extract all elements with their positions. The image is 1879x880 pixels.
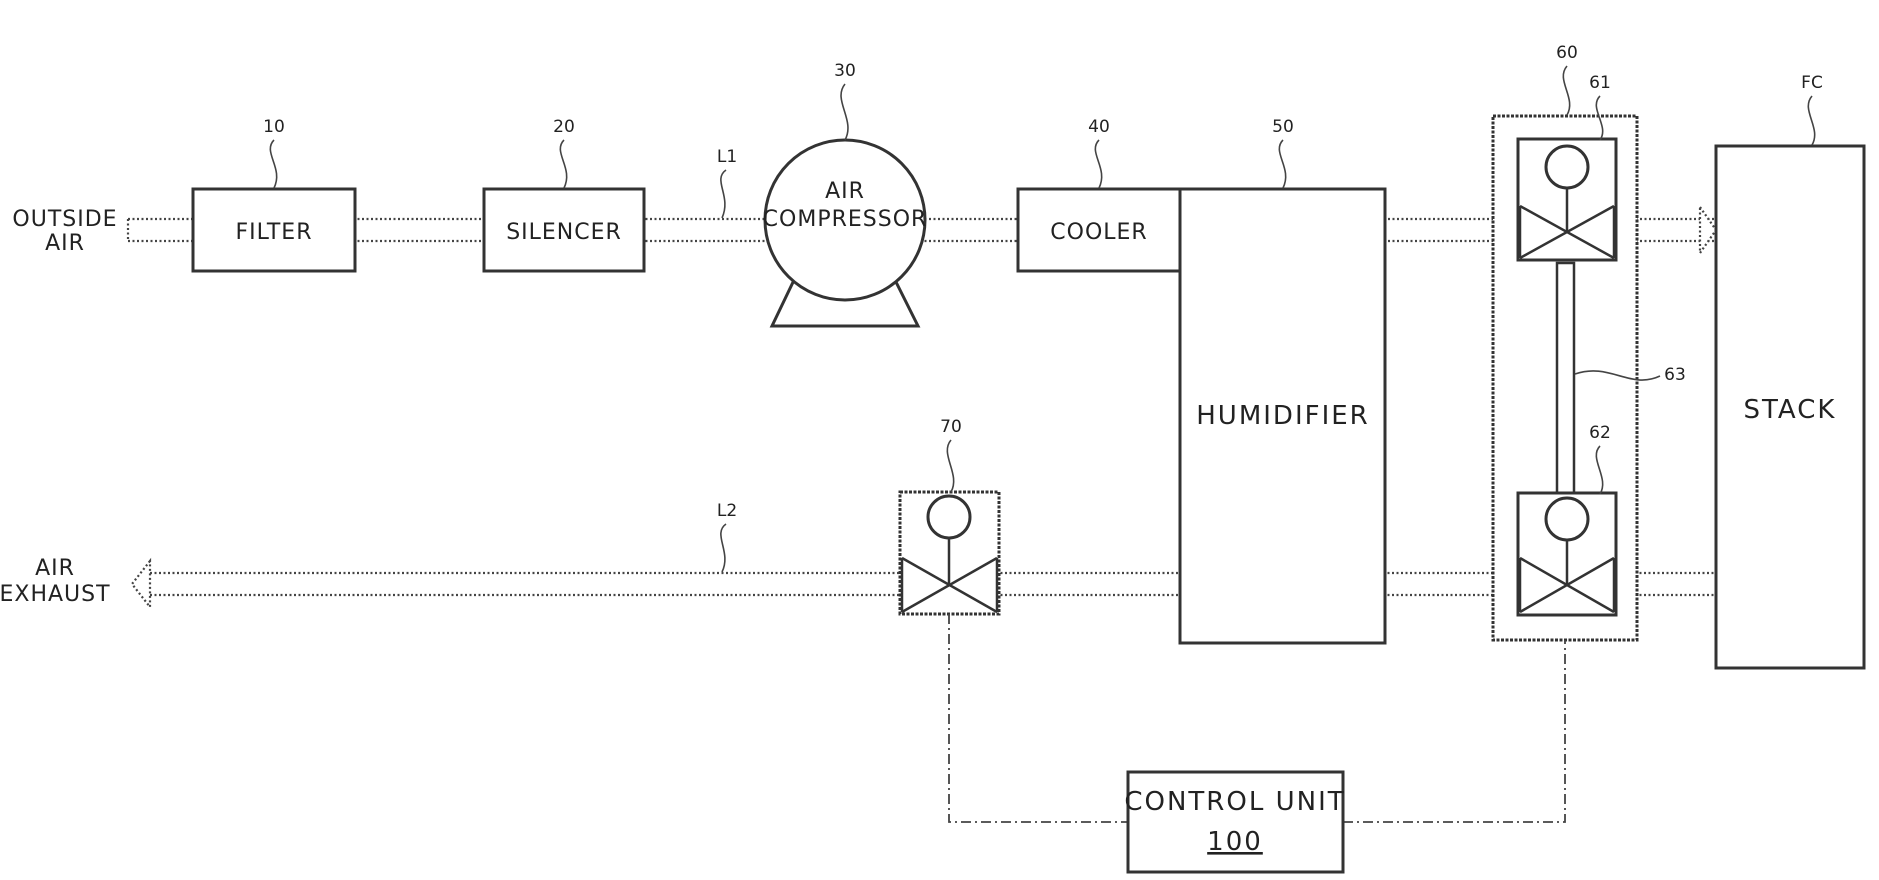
silencer-label: SILENCER bbox=[506, 220, 622, 245]
stack-ref: FC bbox=[1801, 73, 1823, 93]
compressor-label-1: AIR bbox=[825, 179, 865, 204]
compressor-ref: 30 bbox=[834, 61, 856, 81]
supply-arrow-head bbox=[1700, 207, 1716, 253]
silencer-leader bbox=[560, 140, 566, 188]
valve-assembly-leader bbox=[1563, 66, 1569, 115]
air-exhaust-label-2: EXHAUST bbox=[0, 582, 111, 607]
air-exhaust-label-1: AIR bbox=[35, 556, 75, 581]
exhaust-arrow-head bbox=[132, 561, 150, 607]
exhaust-valve-leader bbox=[947, 440, 953, 492]
exhaust-valve-ref: 70 bbox=[940, 417, 962, 437]
lower-valve bbox=[1518, 493, 1616, 615]
compressor-label-2: COMPRESSOR bbox=[763, 207, 928, 232]
cooler-leader bbox=[1095, 140, 1101, 188]
silencer-ref: 20 bbox=[553, 117, 575, 137]
valve-shaft-ref: 63 bbox=[1664, 365, 1686, 385]
outside-air-label-2: AIR bbox=[45, 231, 85, 256]
stack: STACK FC bbox=[1716, 73, 1864, 668]
air-compressor: AIR COMPRESSOR 30 bbox=[763, 61, 928, 326]
exhaust-valve: 70 bbox=[900, 417, 999, 614]
line-l2-ref: L2 bbox=[717, 501, 737, 521]
humidifier: HUMIDIFIER 50 bbox=[1180, 117, 1385, 643]
humidifier-ref: 50 bbox=[1272, 117, 1294, 137]
compressor-leader bbox=[841, 84, 848, 140]
valve-assembly: 60 63 61 62 bbox=[1493, 43, 1686, 640]
cooler-ref: 40 bbox=[1088, 117, 1110, 137]
line-l2-leader bbox=[721, 524, 726, 572]
control-unit: CONTROL UNIT 100 bbox=[1124, 772, 1345, 872]
stack-leader bbox=[1808, 96, 1814, 145]
outside-air-label-1: OUTSIDE bbox=[12, 207, 117, 232]
humidifier-label: HUMIDIFIER bbox=[1196, 401, 1370, 431]
lower-valve-ref: 62 bbox=[1589, 423, 1611, 443]
line-l1-ref: L1 bbox=[717, 147, 737, 167]
filter: FILTER 10 bbox=[193, 117, 355, 271]
filter-leader bbox=[270, 140, 276, 188]
control-unit-ref: 100 bbox=[1207, 827, 1263, 857]
humidifier-leader bbox=[1279, 140, 1285, 188]
silencer: SILENCER 20 bbox=[484, 117, 644, 271]
cooler-label: COOLER bbox=[1050, 220, 1147, 245]
stack-label: STACK bbox=[1744, 395, 1837, 425]
filter-label: FILTER bbox=[236, 220, 313, 245]
upper-valve-ref: 61 bbox=[1589, 73, 1611, 93]
valve-assembly-ref: 60 bbox=[1556, 43, 1578, 63]
upper-valve bbox=[1518, 139, 1616, 260]
filter-ref: 10 bbox=[263, 117, 285, 137]
control-unit-label: CONTROL UNIT bbox=[1124, 787, 1345, 817]
cooler: COOLER 40 bbox=[1018, 117, 1180, 271]
valve-shaft bbox=[1557, 263, 1574, 500]
line-l1-leader bbox=[721, 170, 726, 218]
